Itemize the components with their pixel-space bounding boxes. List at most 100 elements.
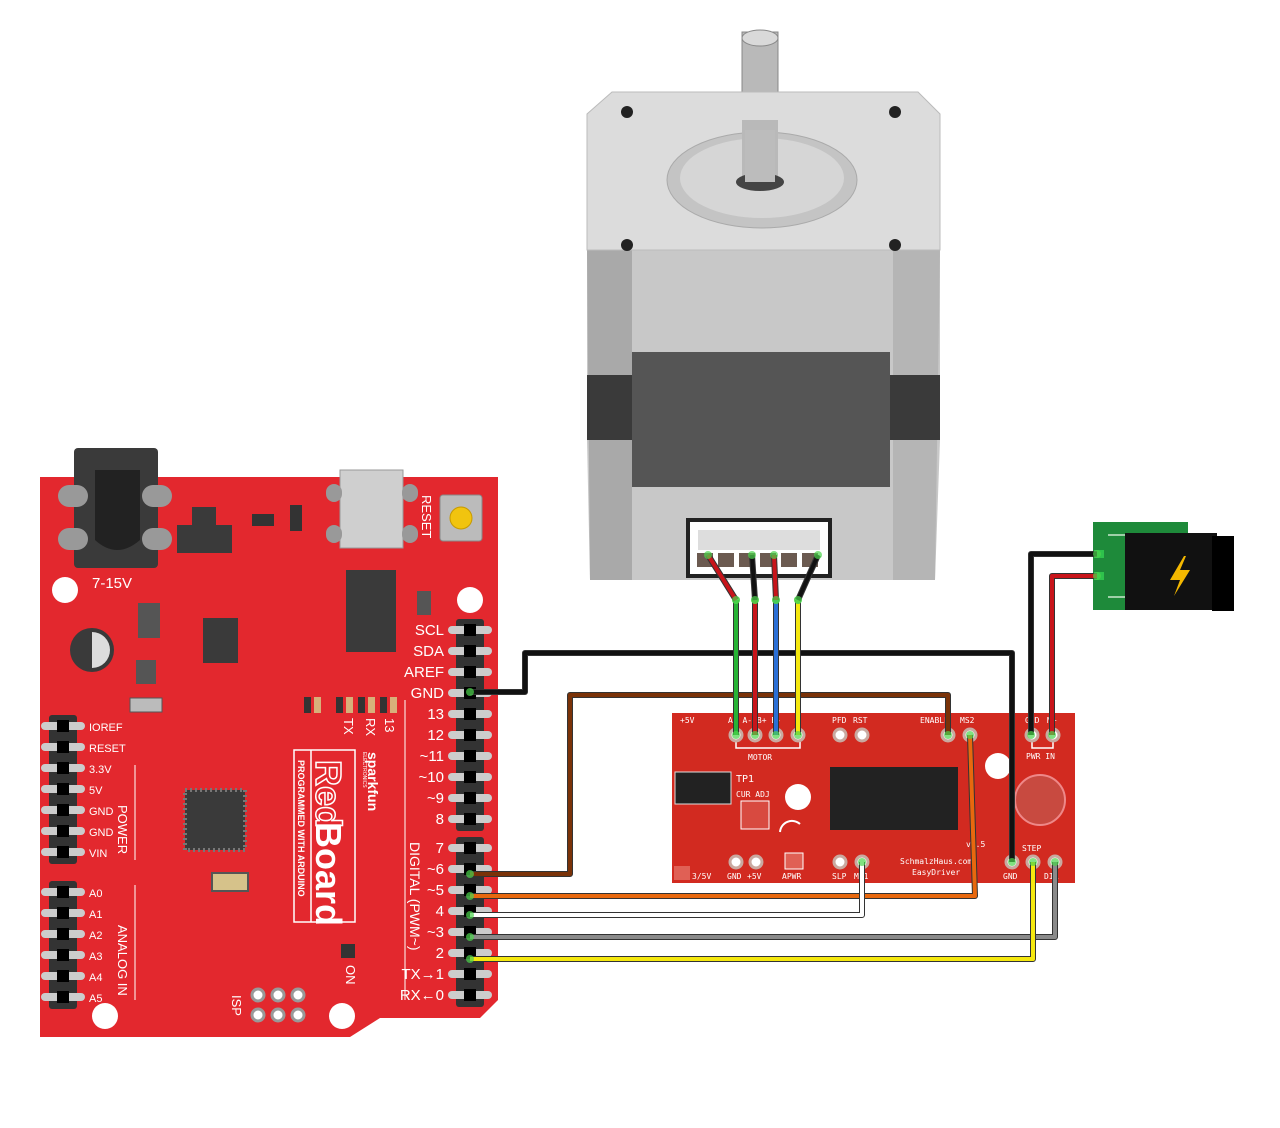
- pin-label: AREF: [404, 664, 444, 681]
- redboard-logo-box: [293, 749, 356, 923]
- wire-endpoint: [1008, 858, 1016, 866]
- header-socket-power[interactable]: [57, 825, 69, 837]
- digital-label: DIGITAL (PWM~): [407, 842, 423, 951]
- motor-dark-band: [632, 352, 890, 487]
- slp-wire-pin4[interactable]: [470, 862, 864, 917]
- gnd-wire[interactable]: [470, 651, 1014, 862]
- motor-dark-band-right: [890, 375, 940, 440]
- pin-label: 4: [436, 903, 444, 920]
- label-enable: ENABLE: [920, 716, 949, 725]
- pin-label: VIN: [89, 848, 107, 860]
- header-socket-top[interactable]: [464, 750, 476, 762]
- header-socket-power[interactable]: [57, 741, 69, 753]
- header-socket-top[interactable]: [464, 813, 476, 825]
- led: [358, 697, 365, 713]
- dir-wire-pin3[interactable]: [470, 862, 1057, 939]
- easydriver-pin[interactable]: [832, 727, 848, 743]
- header-socket-bottom[interactable]: [464, 989, 476, 1001]
- led: [314, 697, 321, 713]
- label-pwr-in: PWR IN: [1026, 752, 1055, 761]
- motor-lead-2[interactable]: [750, 554, 757, 601]
- wire-endpoint: [858, 858, 866, 866]
- header-socket-top[interactable]: [464, 708, 476, 720]
- header-socket-power[interactable]: [57, 783, 69, 795]
- wire-endpoint: [1093, 572, 1101, 580]
- crystal: [211, 872, 249, 892]
- header-socket-top[interactable]: [464, 771, 476, 783]
- wire-endpoint: [814, 551, 822, 559]
- motor-lead-1[interactable]: [706, 553, 738, 602]
- component: [290, 505, 302, 531]
- header-socket-bottom[interactable]: [464, 968, 476, 980]
- motor-lead-4[interactable]: [796, 554, 820, 601]
- header-socket-analog[interactable]: [57, 928, 69, 940]
- header-socket-power[interactable]: [57, 762, 69, 774]
- rotate-arrow-icon: [779, 819, 801, 833]
- header-socket-analog[interactable]: [57, 886, 69, 898]
- pin-label: RX←0: [400, 987, 444, 1004]
- easydriver-pin[interactable]: [854, 727, 870, 743]
- usb-tab: [326, 525, 342, 543]
- easydriver-pin[interactable]: [728, 854, 744, 870]
- pin-label: A3: [89, 951, 102, 963]
- reset-label: RESET: [419, 495, 434, 538]
- label-step: STEP: [1022, 844, 1041, 853]
- power-label: POWER: [115, 805, 130, 854]
- header-socket-top[interactable]: [464, 792, 476, 804]
- ms2-wire-pin5[interactable]: [470, 734, 977, 898]
- motor-lead-3[interactable]: [772, 554, 778, 601]
- header-socket-analog[interactable]: [57, 907, 69, 919]
- power-vin-wire[interactable]: [1050, 574, 1097, 735]
- sparkfun-electronics: ELECTRONICS: [361, 752, 367, 788]
- redboard-logo: Red Board: [307, 759, 350, 926]
- component: [136, 660, 156, 684]
- header-socket-top[interactable]: [464, 645, 476, 657]
- label-5v-bottom: +5V: [747, 872, 762, 881]
- usb-tab: [326, 484, 342, 502]
- mounting-hole: [457, 587, 483, 613]
- header-socket-analog[interactable]: [57, 949, 69, 961]
- easydriver-hole: [985, 753, 1011, 779]
- wire-endpoint: [466, 870, 474, 878]
- isp-label: ISP: [229, 995, 244, 1016]
- header-socket-top[interactable]: [464, 729, 476, 741]
- header-socket-top[interactable]: [464, 624, 476, 636]
- header-strip: [49, 881, 77, 1009]
- led-label-tx: TX: [341, 718, 356, 735]
- pin-label: GND: [89, 827, 114, 839]
- label-3-5v: 3/5V: [692, 872, 711, 881]
- pin-label: 2: [436, 945, 444, 962]
- power-gnd-wire[interactable]: [1029, 552, 1097, 735]
- easydriver-pin[interactable]: [832, 854, 848, 870]
- header-socket-power[interactable]: [57, 846, 69, 858]
- step-wire-pin2[interactable]: [470, 862, 1035, 961]
- isp-header: [250, 987, 306, 1023]
- led: [380, 697, 387, 713]
- jumper-pad: [674, 866, 690, 880]
- pin-label: TX→1: [401, 966, 444, 983]
- header-socket-power[interactable]: [57, 720, 69, 732]
- header-socket-analog[interactable]: [57, 970, 69, 982]
- label-url1: SchmalzHaus.com/: [900, 857, 977, 866]
- mounting-hole: [329, 1003, 355, 1029]
- header-socket-power[interactable]: [57, 804, 69, 816]
- header-socket-bottom[interactable]: [464, 842, 476, 854]
- test-point-tp1: [674, 771, 732, 805]
- header-socket-analog[interactable]: [57, 991, 69, 1003]
- wire-endpoint: [751, 731, 759, 739]
- isp-pin: [290, 987, 306, 1003]
- wire-endpoint: [466, 911, 474, 919]
- component: [138, 603, 160, 638]
- power-vin-wire-outline: [1049, 573, 1097, 735]
- pin-label: A1: [89, 909, 102, 921]
- header-strip: [456, 837, 484, 1007]
- wire-endpoint: [466, 933, 474, 941]
- wire-endpoint: [1027, 731, 1035, 739]
- easydriver-pin[interactable]: [748, 854, 764, 870]
- ms1-wire-pin6[interactable]: [470, 693, 950, 876]
- header-socket-top[interactable]: [464, 666, 476, 678]
- motor-mount-hole: [889, 239, 901, 251]
- current-adjust-pot: [740, 800, 770, 830]
- pin-label: RESET: [89, 743, 126, 755]
- redboard-jack-opening: [95, 470, 140, 550]
